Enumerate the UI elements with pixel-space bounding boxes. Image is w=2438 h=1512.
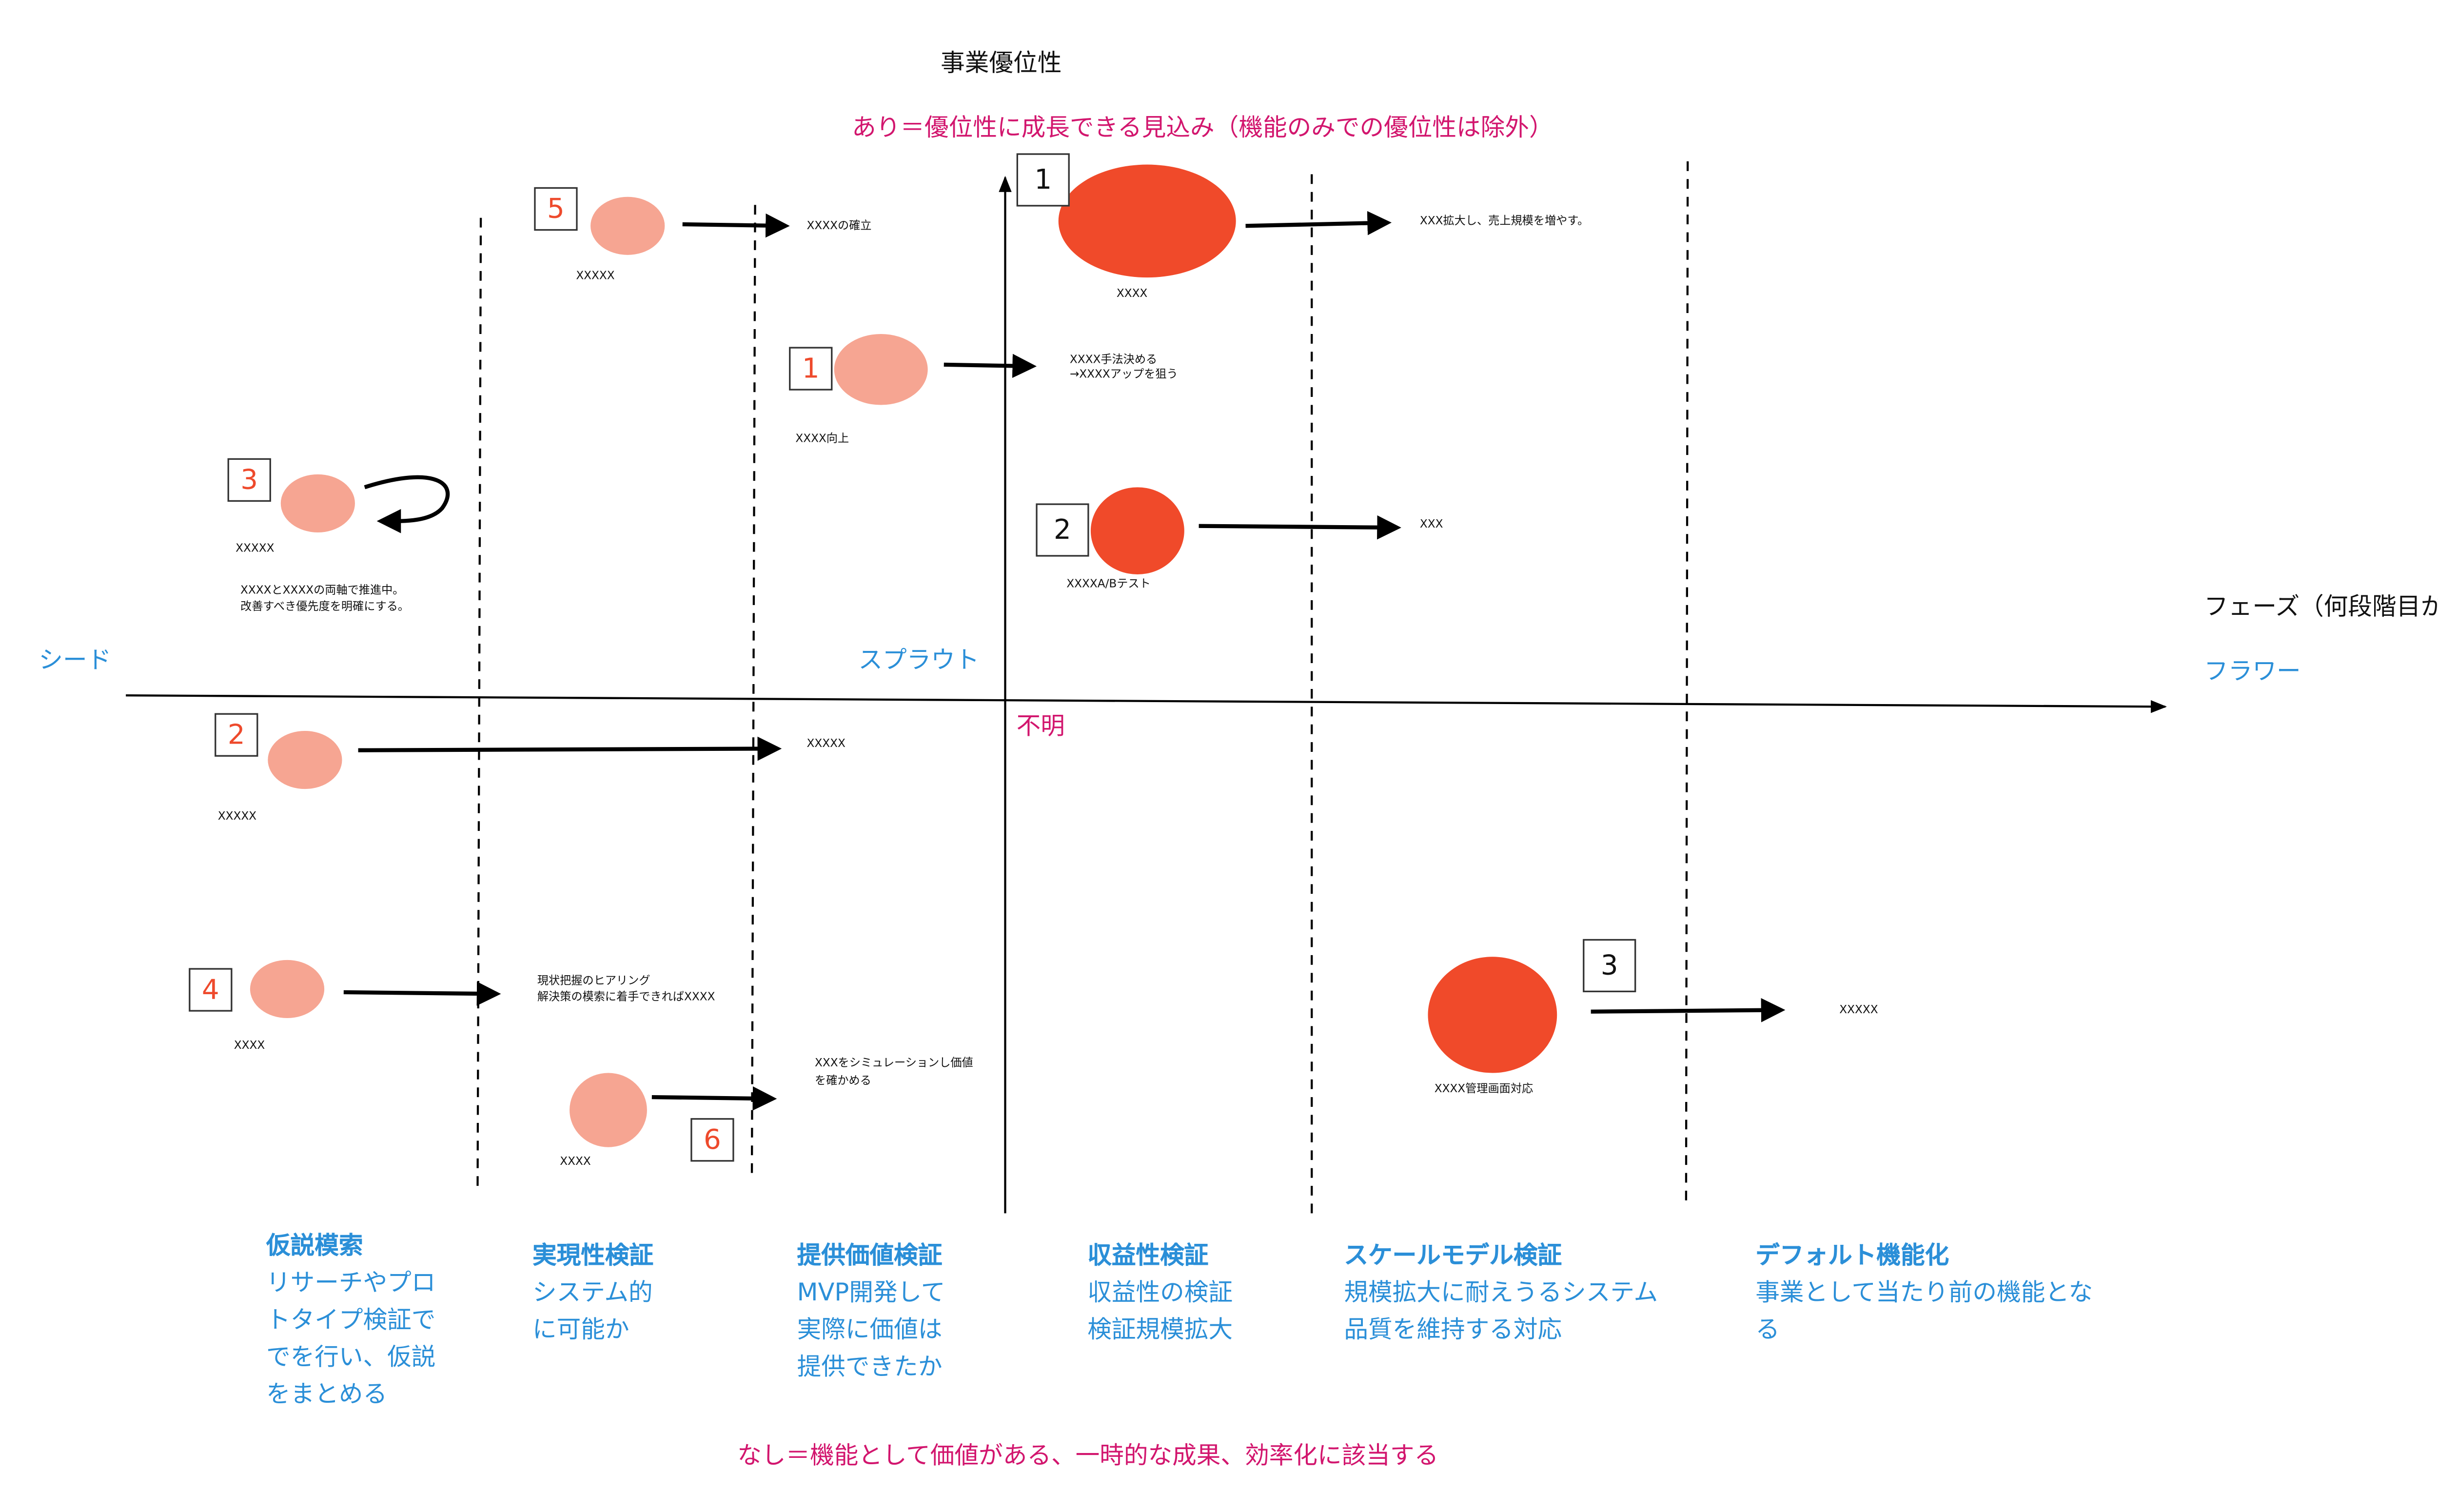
unknown-label: 不明 xyxy=(1016,711,1065,741)
light-item-4-circle xyxy=(250,960,325,1018)
item-result-line: 現状把握のヒアリング xyxy=(537,974,650,988)
phase-title: 収益性検証 xyxy=(1087,1240,1209,1270)
y-axis-top-label: あり＝優位性に成長できる見込み（機能のみでの優位性は除外） xyxy=(852,113,1553,142)
arrow xyxy=(1591,998,1786,1022)
item-label: XXXXX xyxy=(576,269,615,283)
item-result-line: XXXXとXXXXの両軸で推進中。 xyxy=(240,584,404,597)
item-label: XXXX管理画面対応 xyxy=(1434,1082,1534,1096)
item-result: XXXXX xyxy=(806,737,845,750)
phase-line: 収益性の検証 xyxy=(1087,1277,1233,1307)
arrow xyxy=(1199,515,1401,540)
phase-default: デフォルト機能化 事業として当たり前の機能とな る xyxy=(1755,1237,2093,1349)
phase-divider xyxy=(1685,161,1689,1207)
phase-title: 提供価値検証 xyxy=(797,1240,943,1270)
item-number-box: 3 xyxy=(227,458,271,502)
phase-title: スケールモデル検証 xyxy=(1344,1240,1562,1270)
phase-feasibility: 実現性検証 システム的 に可能か xyxy=(532,1237,653,1349)
item-number-box: 2 xyxy=(215,713,258,757)
item-number-box: 1 xyxy=(789,347,833,391)
phase-line: リサーチやプロ xyxy=(266,1268,436,1297)
item-result-line: XXXをシミュレーションし価値 xyxy=(815,1057,973,1070)
item-label: XXXXA/Bテスト xyxy=(1066,577,1151,591)
item-label: XXXX xyxy=(1116,287,1148,300)
phase-line: MVP開発して xyxy=(797,1277,945,1307)
stage-flower-label: フラワー xyxy=(2204,656,2301,686)
item-result: XXX拡大し、売上規模を増やす。 xyxy=(1419,215,1589,228)
phase-title: 仮説模索 xyxy=(266,1231,363,1260)
arrow xyxy=(944,353,1037,378)
loop-arrow xyxy=(364,475,450,533)
item-result: XXX xyxy=(1419,518,1443,531)
item-number-box: 1 xyxy=(1016,153,1070,207)
phase-hypothesis: 仮説模索 リサーチやプロ トタイプ検証で でを行い、仮説 をまとめる xyxy=(266,1228,435,1414)
phase-divider xyxy=(750,205,756,1178)
item-number-box: 2 xyxy=(1036,503,1089,557)
stage-sprout-label: スプラウト xyxy=(858,645,980,675)
strong-item-1-circle xyxy=(1058,164,1236,278)
phase-title: デフォルト機能化 xyxy=(1755,1240,1949,1270)
y-axis-title: 事業優位性 xyxy=(941,48,1062,78)
light-item-5-circle xyxy=(590,196,665,255)
item-label: XXXX xyxy=(234,1039,265,1052)
item-result-line: 改善すべき優先度を明確にする。 xyxy=(240,600,410,613)
arrow xyxy=(682,213,790,238)
strong-item-2-circle xyxy=(1090,487,1184,575)
phase-line: に可能か xyxy=(532,1315,629,1344)
phase-profitability: 収益性検証 収益性の検証 検証規模拡大 xyxy=(1087,1237,1233,1349)
phase-line: をまとめる xyxy=(266,1379,388,1409)
phase-divider xyxy=(476,217,482,1191)
arrow xyxy=(343,982,501,1006)
phase-value: 提供価値検証 MVP開発して 実際に価値は 提供できたか xyxy=(797,1237,945,1386)
item-result-line: を確かめる xyxy=(815,1074,871,1088)
phase-line: 品質を維持する対応 xyxy=(1344,1315,1562,1344)
arrow xyxy=(651,1086,777,1111)
arrow xyxy=(358,736,782,761)
item-number-box: 5 xyxy=(534,187,578,231)
phase-line: 規模拡大に耐えうるシステム xyxy=(1344,1277,1658,1307)
y-axis-bottom-label: なし＝機能として価値がある、一時的な成果、効率化に該当する xyxy=(737,1440,1439,1470)
phase-line: る xyxy=(1755,1315,1780,1344)
item-number-box: 3 xyxy=(1583,939,1636,993)
item-result: XXXXの確立 xyxy=(806,219,872,233)
x-axis xyxy=(126,694,2167,713)
item-label: XXXX向上 xyxy=(795,432,849,446)
item-result-line: XXXX手法決める xyxy=(1069,353,1158,367)
phase-line: 事業として当たり前の機能とな xyxy=(1755,1277,2093,1307)
item-result: XXXXX xyxy=(1839,1003,1878,1017)
arrow xyxy=(1245,211,1392,236)
stage-seed-label: シード xyxy=(39,645,112,675)
item-result-line: 解決策の模索に着手できればXXXX xyxy=(537,990,715,1004)
item-result-line: →XXXXアップを狙う xyxy=(1069,368,1178,381)
phase-line: でを行い、仮説 xyxy=(266,1342,436,1372)
phase-line: 提供できたか xyxy=(797,1352,943,1381)
item-label: XXXXX xyxy=(217,810,257,823)
light-item-6-circle xyxy=(570,1073,647,1147)
light-item-3-circle xyxy=(280,474,355,532)
item-number-box: 6 xyxy=(690,1118,734,1162)
phase-line: トタイプ検証で xyxy=(266,1305,436,1335)
x-axis-title: フェーズ（何段階目か） xyxy=(2204,592,2438,621)
item-label: XXXX xyxy=(560,1155,591,1168)
light-item-1-circle xyxy=(834,334,928,405)
item-label: XXXXX xyxy=(236,542,275,555)
light-item-2-circle xyxy=(268,730,342,789)
phase-line: 検証規模拡大 xyxy=(1087,1315,1233,1344)
phase-line: システム的 xyxy=(532,1277,653,1307)
phase-scale: スケールモデル検証 規模拡大に耐えうるシステム 品質を維持する対応 xyxy=(1344,1237,1658,1349)
strong-item-3-circle xyxy=(1428,957,1557,1073)
item-number-box: 4 xyxy=(189,968,233,1012)
phase-line: 実際に価値は xyxy=(797,1315,943,1344)
phase-title: 実現性検証 xyxy=(532,1240,654,1270)
